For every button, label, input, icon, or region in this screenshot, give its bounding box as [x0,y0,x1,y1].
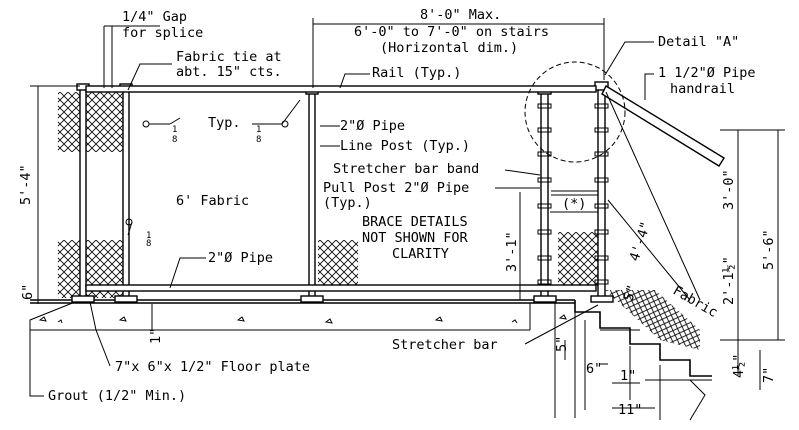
label-brace1: BRACE DETAILS [362,214,468,230]
dim-2-1: 2'-1½" [721,256,737,305]
dim-6: 6" [20,284,36,300]
label-pipe2b: 2"Ø Pipe [208,250,273,266]
label-stretcher-bar: Stretcher bar [392,337,498,353]
label-brace3: CLARITY [392,246,449,262]
label-weld-1b: 1 [256,125,261,135]
label-brace2: NOT SHOWN FOR [362,230,469,246]
dim-11in: 11" [618,402,642,418]
label-gap: 1/4" Gap [122,9,187,25]
posts [71,81,614,303]
label-pipe2: 2"Ø Pipe [340,118,405,134]
label-rail: Rail (Typ.) [372,65,461,81]
label-weld-1a: 1 [172,125,177,135]
label-fabric-tie: Fabric tie at [176,49,282,65]
dim-5-4: 5'-4" [18,164,34,205]
fabric-mesh-left-top [58,92,128,152]
label-gap2: for splice [122,25,203,41]
label-handrail: handrail [670,81,735,97]
fabric-mesh-stair [605,290,700,350]
aggregate-marks [38,314,567,324]
label-stairs: 6'-0" to 7'-0" on stairs [354,24,549,40]
dim-4h: 4½" [731,354,747,378]
label-weld-8a: 8 [172,135,177,145]
dim-5in: 5" [554,336,570,352]
label-weld-8b: 8 [256,135,261,145]
dim-7in: 7" [761,367,777,383]
label-typ: Typ. [208,115,241,131]
dim-6in: 6" [586,361,602,377]
label-horizontal: (Horizontal dim.) [380,40,518,56]
label-weld-8c: 8 [146,239,151,249]
fabric-mesh-middle [318,240,358,288]
dim-3-1: 3'-1" [504,231,520,272]
label-fabric-tie2: abt. 15" cts. [176,64,282,80]
dim-3-0: 3'-0" [721,169,737,210]
label-floor-plate: 7"x 6"x 1/2" Floor plate [115,359,310,375]
label-weld-1c: 1 [146,231,151,241]
label-fabric6: 6' Fabric [176,193,249,209]
label-asterisk: (*) [562,196,586,212]
label-stretcher-band: Stretcher bar band [333,161,479,177]
label-line-post: Line Post (Typ.) [340,138,470,154]
rails [85,85,725,301]
detail-a-circle [524,61,626,163]
label-grout: Grout (1/2" Min.) [48,388,186,404]
dim-1: 1" [148,328,164,344]
label-detail-a: Detail "A" [658,34,739,50]
label-handrail-size: 1 1/2"Ø Pipe [658,65,756,81]
dim-5-6: 5'-6" [761,229,777,270]
label-pull-post: Pull Post 2"Ø Pipe [323,180,469,196]
annotation-labels: 1/4" Gap for splice Fabric tie at abt. 1… [18,7,777,418]
fabric-mesh-pull [558,232,600,290]
dimension-lines [29,18,785,409]
dim-1in: 1" [620,368,636,384]
dim-5: 5" [621,283,641,303]
label-pull-post-typ: (Typ.) [323,195,372,211]
dim-4-4: 4'-4" [627,220,655,264]
label-max-span: 8'-0" Max. [420,7,501,23]
